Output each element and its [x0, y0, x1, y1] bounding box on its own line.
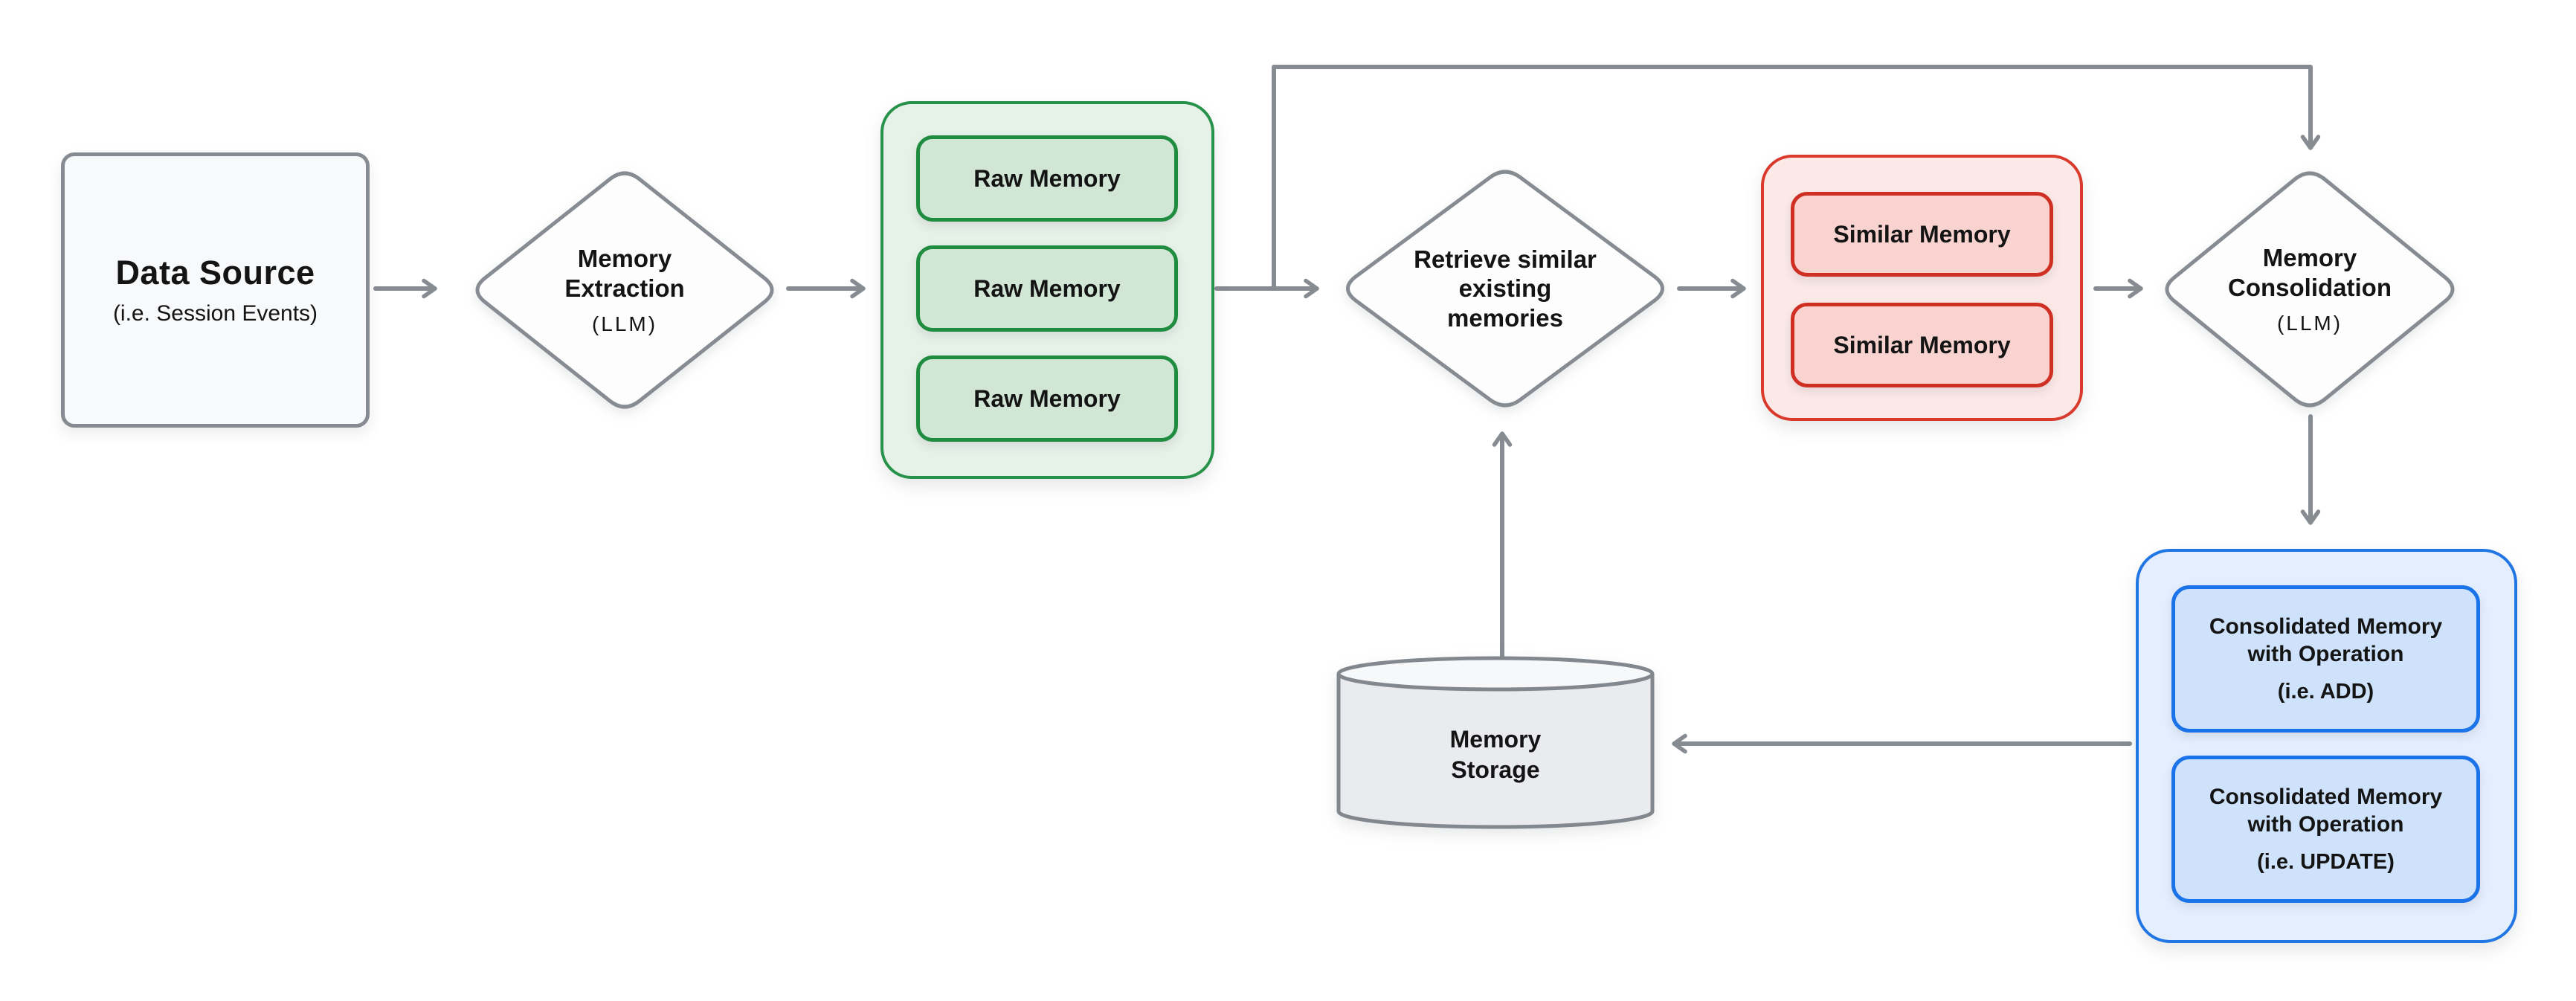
consolidated-memory-box-add: Consolidated Memory with Operation (i.e.… — [2171, 585, 2480, 733]
data-source-node: Data Source (i.e. Session Events) — [61, 152, 370, 428]
consolidated-add-line2: with Operation — [2247, 641, 2404, 666]
consolidated-update-operation: (i.e. UPDATE) — [2257, 850, 2395, 875]
arrow-rawmemories-to-consolidation — [1272, 65, 2321, 291]
data-source-subtitle: (i.e. Session Events) — [112, 301, 318, 326]
cylinder-outline — [1336, 674, 1655, 829]
consolidated-add-line1: Consolidated Memory — [2209, 614, 2443, 639]
raw-memory-label-3: Raw Memory — [973, 384, 1121, 412]
raw-memory-box-2: Raw Memory — [916, 245, 1178, 332]
data-source-title: Data Source — [115, 254, 315, 292]
consolidated-add-operation: (i.e. ADD) — [2277, 680, 2374, 704]
memory-consolidation-diamond — [2165, 171, 2455, 408]
retrieve-memories-diamond — [1346, 170, 1664, 408]
raw-memory-box-3: Raw Memory — [916, 355, 1178, 442]
consolidated-memory-box-update: Consolidated Memory with Operation (i.e.… — [2171, 756, 2480, 903]
cylinder-top-ellipse — [1336, 656, 1655, 692]
similar-memory-box-2: Similar Memory — [1791, 303, 2053, 387]
similar-memory-label-1: Similar Memory — [1833, 220, 2011, 248]
consolidated-update-line2: with Operation — [2247, 811, 2404, 837]
memory-extraction-diamond — [475, 171, 774, 409]
raw-memory-label-1: Raw Memory — [973, 164, 1121, 192]
consolidated-update-line1: Consolidated Memory — [2209, 784, 2443, 809]
raw-memory-box-1: Raw Memory — [916, 135, 1178, 222]
cylinder-body — [1339, 658, 1652, 827]
similar-memory-box-1: Similar Memory — [1791, 192, 2053, 277]
raw-memory-label-2: Raw Memory — [973, 274, 1121, 302]
similar-memory-label-2: Similar Memory — [1833, 331, 2011, 358]
memory-storage-cylinder — [1336, 656, 1655, 829]
